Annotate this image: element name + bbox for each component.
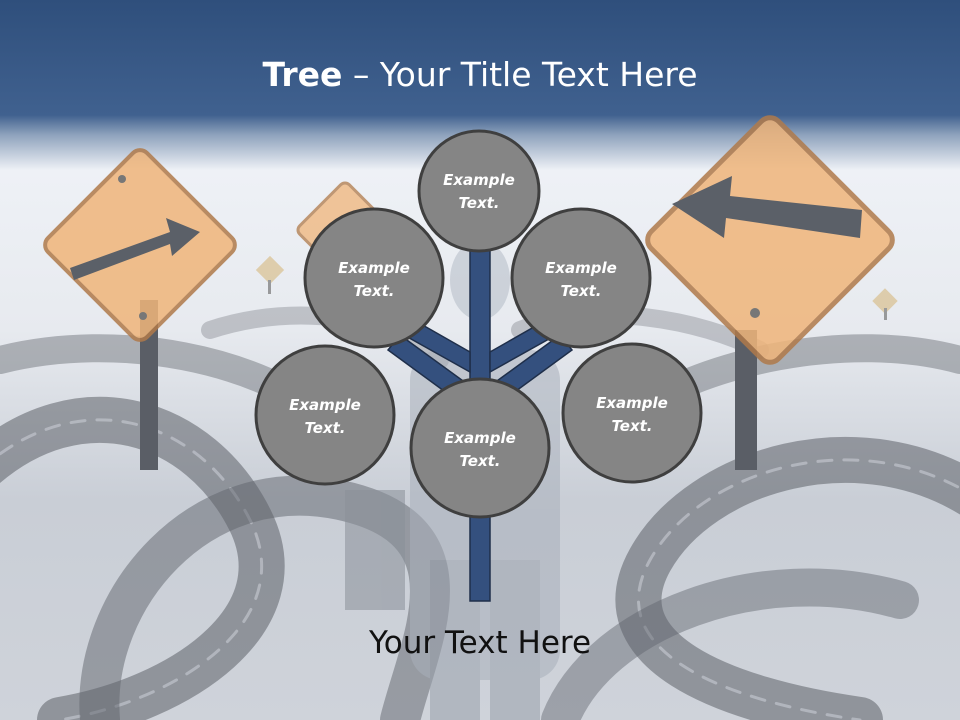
distant-signs: [255, 255, 898, 320]
node-top-line1: Example: [443, 171, 515, 189]
node-top-line2: Text.: [458, 194, 499, 212]
node-upper-left-line2: Text.: [353, 282, 394, 300]
node-lower-right-line2: Text.: [611, 417, 652, 435]
node-upper-left-line1: Example: [338, 259, 410, 277]
node-upper-right-line2: Text.: [560, 282, 601, 300]
node-lower-right: Example Text.: [561, 342, 703, 484]
right-road-sign: [645, 115, 895, 470]
node-lower-left-line2: Text.: [304, 419, 345, 437]
title-separator: –: [342, 55, 380, 94]
node-lower-right-line1: Example: [596, 394, 668, 412]
node-center: Example Text.: [409, 377, 551, 519]
left-road-sign: [43, 148, 237, 470]
node-center-line1: Example: [444, 429, 516, 447]
node-top: Example Text.: [417, 129, 541, 253]
node-lower-left-line1: Example: [289, 396, 361, 414]
node-center-line2: Text.: [459, 452, 500, 470]
title-bold: Tree: [262, 55, 343, 94]
node-upper-right: Example Text.: [510, 207, 652, 349]
caption-text: Your Text Here: [368, 625, 592, 661]
node-upper-left: Example Text.: [303, 207, 445, 349]
node-lower-left: Example Text.: [254, 344, 396, 486]
slide-title: Tree – Your Title Text Here: [0, 52, 960, 98]
node-upper-right-line1: Example: [545, 259, 617, 277]
title-rest: Your Title Text Here: [379, 55, 698, 94]
